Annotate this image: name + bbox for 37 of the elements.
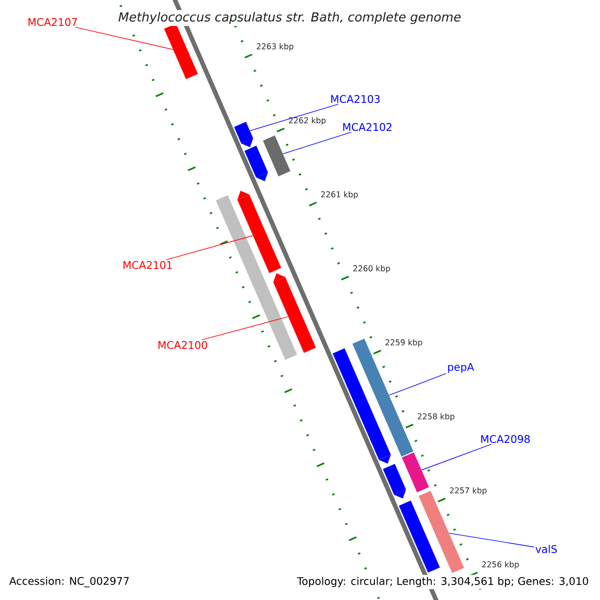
- scale-label: 2257 kbp: [450, 487, 487, 495]
- scale-label: 2259 kbp: [386, 339, 422, 347]
- gene-label: MCA2098: [481, 435, 530, 443]
- gene-feature: [402, 452, 429, 492]
- gene-label: valS: [536, 544, 557, 554]
- gene-feature: [164, 24, 198, 80]
- footer-text: Topology: circular; Length: 3,304,561 bp; Genes: 3,010: [295, 574, 591, 590]
- scale-label: 2260 kbp: [353, 265, 390, 273]
- leader-line: [202, 316, 288, 340]
- leader-line: [448, 532, 534, 548]
- gene-feature: [262, 135, 290, 176]
- scale-label: 2256 kbp: [482, 561, 519, 569]
- leader-line: [166, 235, 254, 260]
- leader-line: [282, 132, 352, 154]
- gene-feature: [332, 348, 391, 464]
- scale-label: 2261 kbp: [321, 191, 358, 199]
- scale-label: 2263 kbp: [256, 43, 294, 51]
- gene-feature: [234, 122, 254, 148]
- gene-label: pepA: [448, 363, 474, 373]
- leader-line: [250, 104, 339, 132]
- scale-label: 2262 kbp: [288, 117, 326, 125]
- leader-line: [388, 373, 446, 396]
- gene-label: MCA2102: [343, 123, 392, 131]
- gene-label: MCA2100: [158, 341, 208, 349]
- title: Methylococcus capsulatus str. Bath, complete genome: [116, 10, 464, 26]
- gene-feature: [398, 500, 440, 573]
- gene-feature: [382, 464, 406, 499]
- gene-feature: [273, 273, 316, 353]
- footer-text: Accession: NC_002977: [9, 576, 129, 588]
- gene-feature: [244, 146, 268, 182]
- gene-label: MCA2103: [331, 95, 380, 103]
- gene-feature: [216, 195, 298, 360]
- leader-line: [74, 26, 174, 50]
- gene-label: MCA2107: [28, 18, 77, 26]
- gene-feature: [237, 190, 282, 274]
- gene-label: MCA2101: [124, 261, 172, 269]
- leader-line: [421, 444, 492, 470]
